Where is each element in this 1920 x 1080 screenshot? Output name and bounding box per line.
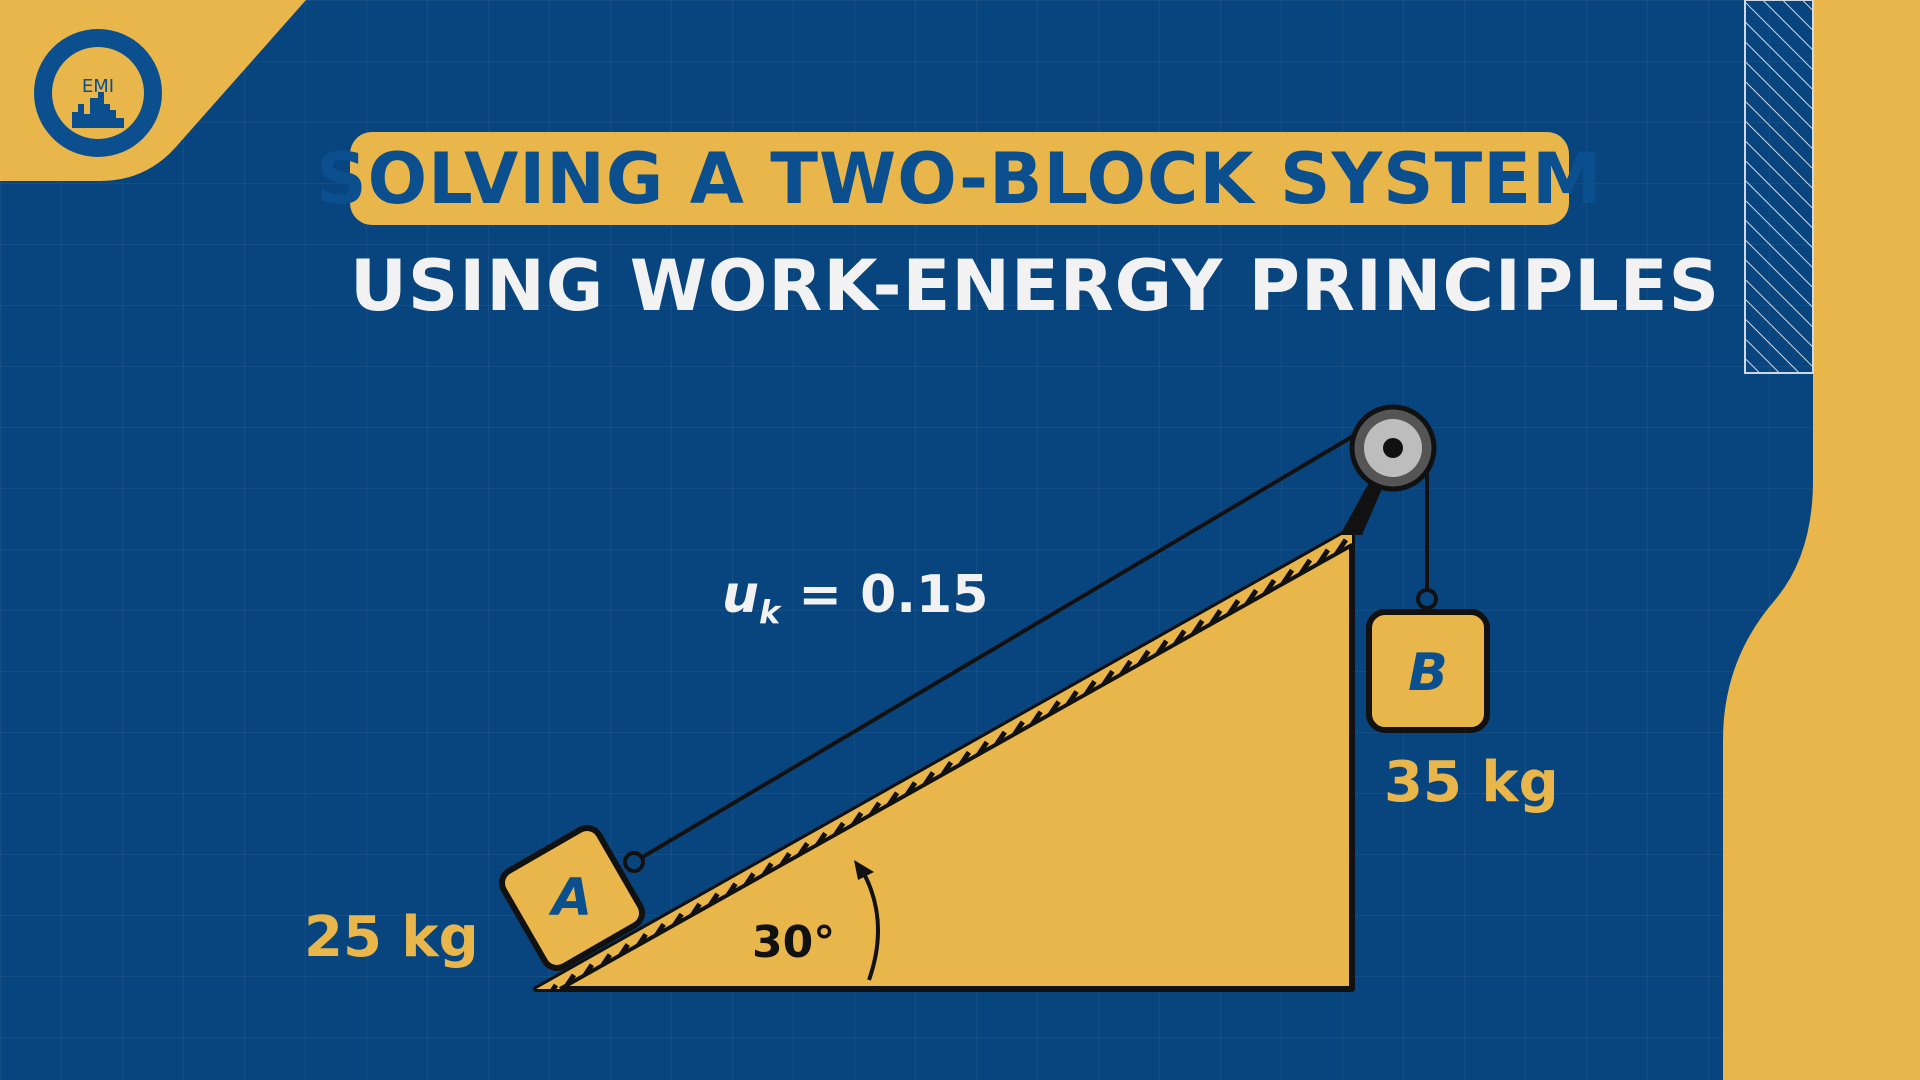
angle-label: 30° — [752, 917, 836, 968]
friction-coefficient: uk = 0.15 — [722, 565, 988, 631]
subtitle: USING WORK-ENERGY PRINCIPLES — [350, 245, 1721, 327]
emi-logo: EMI — [34, 29, 162, 157]
block-b-mass: 35 kg — [1384, 750, 1559, 815]
friction-subscript: k — [759, 593, 781, 632]
rope-a — [632, 430, 1362, 864]
block-a — [498, 824, 646, 972]
angle-arc-arrow — [860, 869, 880, 981]
block-b — [1366, 609, 1490, 733]
pulley — [1349, 404, 1437, 492]
block-a-mass: 25 kg — [304, 905, 479, 970]
hatched-wall — [1744, 0, 1814, 374]
title-banner: SOLVING A TWO-BLOCK SYSTEM — [316, 132, 1602, 225]
title: SOLVING A TWO-BLOCK SYSTEM — [316, 137, 1603, 220]
friction-symbol: u — [722, 565, 760, 625]
block-a-label: A — [548, 868, 592, 928]
block-b-label: B — [1408, 643, 1448, 703]
friction-value: = 0.15 — [798, 565, 989, 625]
right-band — [1723, 0, 1920, 1080]
svg-text:EMI: EMI — [82, 76, 114, 97]
